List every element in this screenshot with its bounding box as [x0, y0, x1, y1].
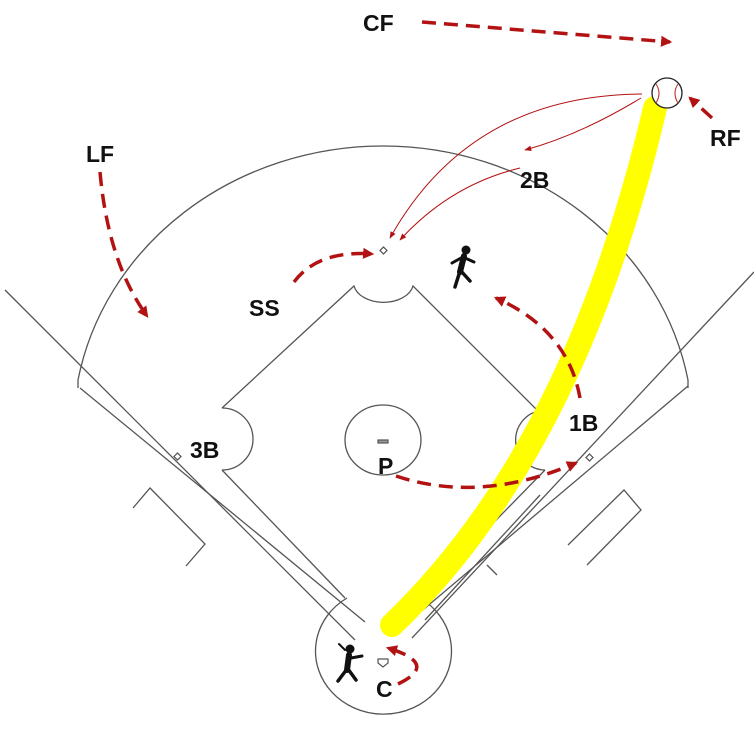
- right-dugout: [567, 489, 642, 566]
- label-2b: 2B: [520, 167, 549, 193]
- lane-tick: [486, 564, 498, 576]
- first-base-arrow: [493, 296, 582, 399]
- movement-arrows: [98, 20, 714, 686]
- label-ss: SS: [249, 295, 280, 321]
- runner-lane: [424, 494, 541, 621]
- label-3b: 3B: [190, 437, 219, 463]
- ball-trajectory: [380, 96, 667, 637]
- batter-silhouette-icon: [336, 643, 364, 683]
- label-lf: LF: [86, 141, 114, 167]
- right-foul-line-outer: [411, 271, 754, 639]
- label-1b: 1B: [569, 410, 598, 436]
- label-rf: RF: [710, 125, 741, 151]
- baseball-icon: [651, 77, 683, 109]
- field-lines: [4, 145, 754, 715]
- infield-dirt: [221, 284, 539, 412]
- left-foul-line-inner: [79, 387, 366, 623]
- label-c: C: [376, 676, 393, 702]
- home-plate: [377, 658, 389, 668]
- home-plate-circle: [314, 597, 453, 715]
- catcher-arrow: [385, 645, 419, 686]
- left-dugout: [132, 487, 206, 567]
- position-labels: CF RF LF 2B SS 1B 3B P C: [86, 10, 741, 702]
- left-foul-line-outer: [4, 289, 356, 641]
- first-base-cutout: [515, 410, 546, 471]
- lf-arrow: [98, 171, 149, 318]
- pitchers-mound: [344, 404, 422, 476]
- bases: [173, 246, 594, 668]
- throw-2b-to-ss: [399, 167, 521, 241]
- first-base-bag: [585, 453, 594, 462]
- pitchers-rubber: [377, 439, 389, 444]
- second-base-bag: [379, 246, 388, 255]
- third-base-bag: [173, 452, 182, 461]
- cf-arrow: [421, 20, 673, 47]
- ss-arrow: [292, 247, 375, 284]
- label-cf: CF: [363, 10, 394, 36]
- third-base-path: [221, 469, 346, 599]
- throw-rf-to-2b-a: [524, 97, 642, 152]
- runner-silhouette-icon: [450, 245, 476, 289]
- pitcher-arrow: [395, 461, 579, 490]
- third-base-cutout: [221, 407, 254, 471]
- throw-rf-to-ss: [389, 93, 643, 239]
- right-foul-line-inner: [404, 385, 689, 626]
- rf-arrow: [688, 96, 714, 120]
- label-p: P: [378, 453, 393, 479]
- outfield-fence: [77, 145, 689, 381]
- throw-lines: [389, 93, 643, 241]
